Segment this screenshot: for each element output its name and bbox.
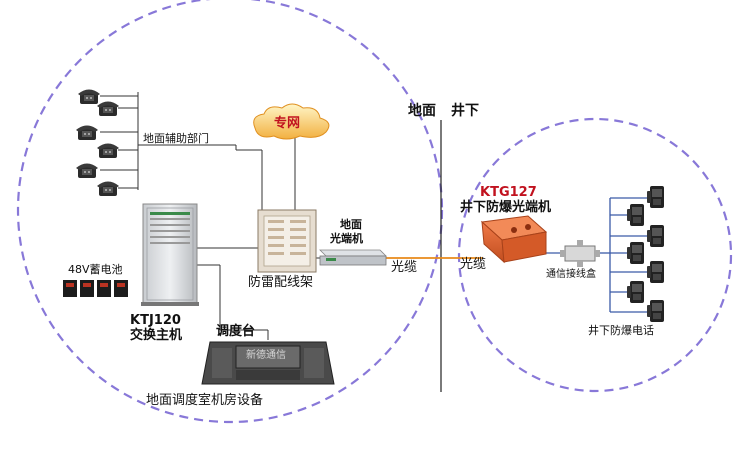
underground-phone-wiring bbox=[540, 197, 648, 313]
explosion-proof-terminal-icon bbox=[480, 215, 548, 264]
junction-box-icon bbox=[560, 240, 600, 267]
telephone-icon bbox=[627, 281, 644, 303]
battery-icon bbox=[63, 280, 128, 297]
lightning-frame-label: 防雷配线架 bbox=[248, 275, 314, 290]
distribution-frame-icon bbox=[257, 209, 317, 273]
underground-label: 井下 bbox=[451, 103, 479, 119]
telephone-icon bbox=[627, 204, 644, 226]
ktj-name-label: 交换主机 bbox=[130, 328, 183, 343]
telephone-icon bbox=[647, 261, 664, 283]
surface-zone-circle bbox=[16, 0, 444, 424]
fiber-cable-label-right: 光缆 bbox=[460, 257, 487, 272]
telephone-icon bbox=[97, 181, 119, 196]
console-screen-text: 新德通信 bbox=[246, 350, 286, 361]
telephone-icon bbox=[76, 163, 98, 178]
surface-optical-label-2: 光端机 bbox=[330, 232, 363, 245]
telephone-icon bbox=[97, 101, 119, 116]
underground-zone-circle bbox=[457, 117, 733, 393]
surface-room-label: 地面调度室机房设备 bbox=[146, 393, 264, 408]
junction-box-label: 通信接线盒 bbox=[546, 269, 596, 280]
cloud-icon bbox=[253, 103, 330, 140]
ktj-model-label: KTJ120 bbox=[130, 313, 181, 328]
telephone-icon bbox=[78, 89, 100, 104]
switch-cabinet-icon bbox=[141, 203, 199, 306]
dispatch-console-icon bbox=[201, 341, 335, 385]
telephone-icon bbox=[76, 125, 98, 140]
ktg-model-label: KTG127 bbox=[480, 185, 537, 200]
fiber-cable-label-left: 光缆 bbox=[391, 260, 418, 275]
telephone-icon bbox=[647, 300, 664, 322]
surface-aux-dept-label: 地面辅助部门 bbox=[143, 132, 209, 145]
telephone-icon bbox=[647, 225, 664, 247]
optical-terminal-icon bbox=[319, 249, 387, 266]
underground-phones-label: 井下防爆电话 bbox=[588, 324, 654, 337]
surface-telephones bbox=[76, 89, 119, 196]
telephone-icon bbox=[647, 186, 664, 208]
telephone-icon bbox=[97, 143, 119, 158]
battery-label: 48V蓄电池 bbox=[68, 263, 123, 276]
dispatch-console-label: 调度台 bbox=[216, 324, 256, 339]
underground-telephones bbox=[627, 186, 664, 322]
private-network-label: 专网 bbox=[274, 116, 301, 131]
surface-optical-label-1: 地面 bbox=[340, 218, 362, 231]
telephone-icon bbox=[627, 242, 644, 264]
ktg-name-label: 井下防爆光端机 bbox=[460, 200, 552, 215]
phone-wiring bbox=[100, 92, 320, 340]
surface-label: 地面 bbox=[408, 103, 436, 119]
